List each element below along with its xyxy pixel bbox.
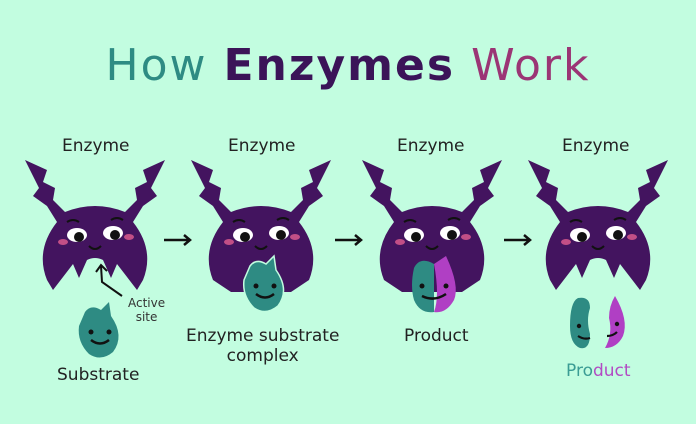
title-work: Work <box>471 40 591 91</box>
enzyme-substrate-complex-icon <box>242 254 285 313</box>
right-arrow-icon-3 <box>504 234 532 246</box>
product-caption-split: Product <box>566 361 631 381</box>
enzyme-character-4 <box>527 159 669 291</box>
title-enzymes: Enzymes <box>223 40 456 91</box>
complex-caption-line2: complex <box>226 346 299 366</box>
enzyme-label-2: Enzyme <box>228 136 296 156</box>
right-arrow-icon-1 <box>164 234 192 246</box>
product-caption: Product <box>404 326 469 346</box>
enzyme-label-3: Enzyme <box>397 136 465 156</box>
complex-caption-line1: Enzyme substrate <box>186 326 340 346</box>
active-site-line2: site <box>135 310 158 324</box>
substrate-caption: Substrate <box>57 365 140 385</box>
enzyme-label-1: Enzyme <box>62 136 130 156</box>
product-teal-icon <box>570 297 591 349</box>
product-complex-icon <box>412 256 456 313</box>
product-purple-icon <box>605 296 625 348</box>
substrate-icon <box>78 302 119 358</box>
page-title: How Enzymes Work <box>0 40 696 91</box>
active-site-pointer-icon <box>95 263 123 297</box>
product-caption-part2: duct <box>592 361 631 381</box>
title-how: How <box>105 40 208 91</box>
enzyme-label-4: Enzyme <box>562 136 630 156</box>
right-arrow-icon-2 <box>335 234 363 246</box>
active-site-line1: Active <box>128 296 166 310</box>
enzyme-character-1 <box>24 159 166 291</box>
product-caption-part1: Pro <box>566 361 593 381</box>
